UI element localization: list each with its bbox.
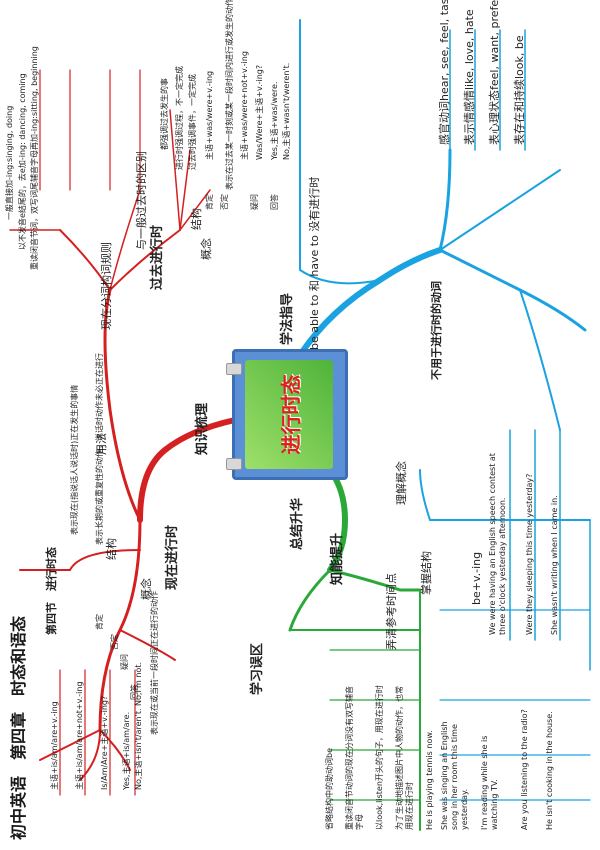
present-q-label: 疑问 bbox=[120, 654, 129, 670]
branch-method: 学法指导 bbox=[280, 292, 295, 345]
past-ans-2: No,主语+wasn't/weren't. bbox=[282, 62, 291, 160]
node-compare: 与一般过去时的区别 bbox=[135, 151, 148, 250]
section-title: 第四节 进行时态 bbox=[45, 547, 58, 635]
mistake-note-5: He is playing tennis now. bbox=[425, 730, 434, 830]
past-ans-1: Yes,主语+was/were. bbox=[270, 81, 279, 160]
mistake-note-1: 省略结构中的助动词be bbox=[325, 748, 334, 830]
present-usage-1: 表示现在(指说话人说话时)正在发生的事情 bbox=[70, 384, 79, 535]
node-understand: 理解概念 bbox=[395, 461, 408, 505]
past-ans-label: 回答 bbox=[270, 194, 279, 210]
past-diff-2: 进行时强调过程，不一定完成 bbox=[175, 66, 184, 170]
node-present-progressive: 现在进行时 bbox=[165, 524, 180, 590]
center-node-inner: 进行时态 bbox=[245, 360, 333, 469]
understand-example-1: She was singing an English song in her r… bbox=[440, 721, 469, 830]
understand-example-4: He isn't cooking in the house. bbox=[545, 711, 554, 830]
node-be-ing: be+v.-ing bbox=[470, 551, 483, 605]
past-diff-1: 都强调过去发生的事 bbox=[160, 78, 169, 150]
present-pos-form: 主语+is/am/are+v.-ing bbox=[50, 701, 59, 790]
page-title: 初中英语 第四章 时态和语态 bbox=[9, 615, 28, 840]
present-ans-1: Yes,主语+is/am/are. bbox=[122, 711, 131, 790]
past-diff-3: 过去时强调事件，一定完成 bbox=[188, 74, 197, 170]
present-usage-2: 表示长期的或重复性的动作，说话时动作未必正在进行 bbox=[95, 353, 104, 545]
present-pos-label: 肯定 bbox=[95, 614, 104, 630]
present-neg-form: 主语+is/am/are+not+v.-ing bbox=[75, 681, 84, 790]
formation-rule-1: 一般直接加-ing:singing, doing bbox=[5, 105, 14, 220]
past-neg-form: 主语+was/were+not+v.-ing bbox=[240, 51, 249, 160]
mistake-note-2: 重读闭音节动词的现在分词没有双写辅音字母 bbox=[345, 686, 364, 830]
branch-summary: 总结升华 bbox=[290, 497, 305, 550]
branch-ability: 知能提升 bbox=[330, 532, 345, 585]
master-example-2: Were they sleeping this time yesterday? bbox=[525, 473, 534, 635]
node-be-able: be able to 和 have to 没有进行时 bbox=[308, 176, 321, 350]
present-ans-2: No,主语+isn't/aren't. No,I'm not. bbox=[134, 661, 143, 790]
node-past-progressive: 过去进行时 bbox=[150, 224, 165, 290]
node-structure-past: 结构 bbox=[190, 208, 203, 230]
present-neg-label: 否定 bbox=[110, 634, 119, 650]
node-clear-time: 弄清参考时间点 bbox=[385, 573, 398, 650]
past-q-label: 疑问 bbox=[250, 194, 259, 210]
node-master: 掌握结构 bbox=[420, 551, 433, 595]
node-formation: 现在分词构词规则 bbox=[100, 242, 113, 330]
past-pos-form: 主语+was/were+v.-ing bbox=[205, 70, 214, 160]
verbs-sense: 感官动词hear, see, feel, taste bbox=[438, 0, 451, 145]
verbs-mind: 表心理状态feel, want, prefer bbox=[488, 0, 501, 145]
branch-mistakes: 学习误区 bbox=[250, 642, 265, 695]
understand-example-2: I'm reading while she is watching TV. bbox=[480, 735, 499, 830]
center-label: 进行时态 bbox=[278, 374, 303, 455]
verbs-emotion: 表示情感情like, love, hate bbox=[463, 9, 476, 145]
understand-example-3: Are you listening to the radio? bbox=[520, 709, 529, 830]
branch-knowledge: 知识梳理 bbox=[195, 402, 210, 455]
formation-rule-3: 重读闭音节词，双写词尾辅音字母再加-ing:sitting, beginning bbox=[30, 46, 39, 270]
node-structure: 结构 bbox=[105, 538, 118, 560]
past-concept-text: 表示在过去某一时刻或某一段时间内进行或发生的动作 bbox=[225, 0, 234, 190]
mistake-note-4: 为了生动地描述图片中人物的动作，也常用现在进行时 bbox=[395, 686, 414, 830]
past-neg-label: 否定 bbox=[220, 194, 229, 210]
center-node: 进行时态 bbox=[232, 349, 348, 480]
present-q-form: Is/Am/Are+主语+v.-ing? bbox=[100, 695, 109, 790]
binder-clip bbox=[226, 458, 242, 470]
master-example-3: She wasn't writing when I came in. bbox=[550, 495, 559, 635]
verbs-exist: 表存在和持续look, be bbox=[513, 35, 526, 145]
mistake-note-3: 以look,listen开头的句子，用现在进行时 bbox=[375, 685, 384, 830]
past-pos-label: 肯定 bbox=[205, 194, 214, 210]
master-example-1: We were having an English speech contest… bbox=[488, 453, 507, 635]
binder-clip bbox=[226, 363, 242, 375]
past-q-form: Was/Were+主语+v.-ing? bbox=[255, 64, 264, 160]
present-concept-text: 表示现在或当前一段时间正在进行的动作 bbox=[150, 591, 159, 735]
node-concept-past: 概念 bbox=[200, 238, 213, 260]
formation-rule-2: 以不发音e结尾的，去e加-ing: dancing, coming bbox=[18, 73, 27, 250]
node-non-prog-verbs: 不用于进行时的动词 bbox=[430, 281, 443, 380]
